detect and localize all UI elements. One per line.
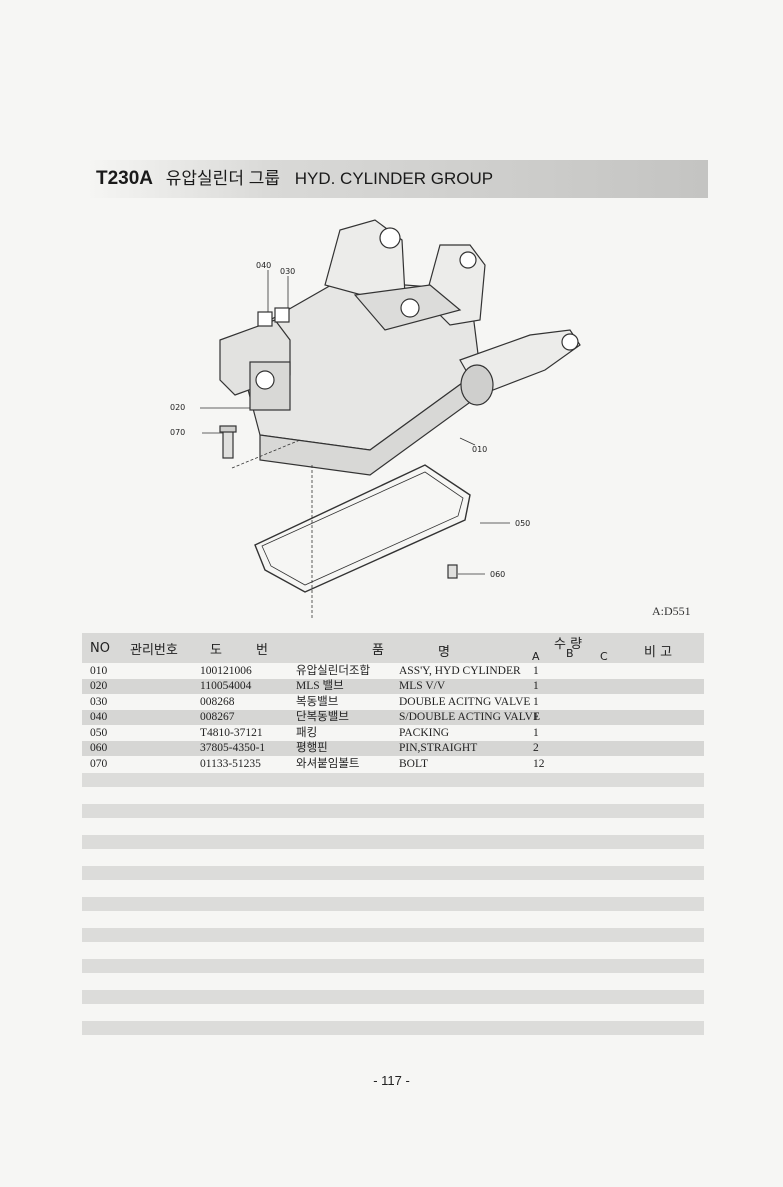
row-qty: 1 xyxy=(533,711,539,723)
header-name-2: 명 xyxy=(438,645,450,660)
page-number: - 117 - xyxy=(373,1073,410,1088)
table-row: 040 008267 단복동밸브 S/DOUBLE ACTING VALVE 1 xyxy=(82,710,704,725)
table-row: 060 37805-4350-1 평행핀 PIN,STRAIGHT 2 xyxy=(82,741,704,756)
callout-020: 020 xyxy=(170,403,185,412)
row-name-en: PIN,STRAIGHT xyxy=(399,742,478,754)
row-name-en: DOUBLE ACITNG VALVE xyxy=(399,696,531,708)
header-mgmt-no: 관리번호 xyxy=(130,643,178,658)
header-drawing: 도 xyxy=(210,643,222,658)
row-part-number: 110054004 xyxy=(200,680,252,692)
row-no: 030 xyxy=(90,696,108,708)
group-code: T230A xyxy=(96,168,154,189)
header-qty: 수 량 xyxy=(554,637,583,652)
callout-010: 010 xyxy=(472,445,487,454)
table-row: 050 T4810-37121 패킹 PACKING 1 xyxy=(82,726,704,741)
row-no: 020 xyxy=(90,680,108,692)
diagram-reference: A:D551 xyxy=(652,604,691,618)
group-title-en: HYD. CYLINDER GROUP xyxy=(294,169,494,188)
empty-row-stripe xyxy=(82,804,704,818)
row-part-number: 37805-4350-1 xyxy=(200,742,266,754)
row-name-ko: 유압실린더조합 xyxy=(296,665,371,677)
row-name-en: ASS'Y, HYD CYLINDER xyxy=(399,665,521,677)
row-name-ko: 복동밸브 xyxy=(296,696,339,708)
table-row: 030 008268 복동밸브 DOUBLE ACITNG VALVE 1 xyxy=(82,695,704,710)
row-part-number: T4810-37121 xyxy=(200,727,263,739)
table-row: 010 100121006 유압실린더조합 ASS'Y, HYD CYLINDE… xyxy=(82,664,704,679)
page-title: T230A 유압실린더 그룹 HYD. CYLINDER GROUP xyxy=(96,166,493,192)
row-part-number: 01133-51235 xyxy=(200,758,261,770)
row-qty: 1 xyxy=(533,696,539,708)
callout-070: 070 xyxy=(170,428,185,437)
straight-pin xyxy=(447,564,458,579)
row-name-en: PACKING xyxy=(399,727,450,739)
callout-030: 030 xyxy=(280,267,295,276)
row-part-number: 100121006 xyxy=(200,665,252,677)
row-name-ko: 단복동밸브 xyxy=(296,711,349,723)
row-name-ko: 평행핀 xyxy=(296,742,328,754)
row-qty: 1 xyxy=(533,665,539,677)
row-qty: 12 xyxy=(533,758,545,770)
empty-row-stripe xyxy=(82,990,704,1004)
row-no: 010 xyxy=(90,665,108,677)
row-no: 050 xyxy=(90,727,108,739)
table-row: 020 110054004 MLS 밸브 MLS V/V 1 xyxy=(82,679,704,694)
table-row: 070 01133-51235 와셔붙임볼트 BOLT 12 xyxy=(82,757,704,772)
header-remarks: 비 고 xyxy=(644,645,673,660)
exploded-parts-diagram: 040 030 020 070 010 050 060 xyxy=(170,219,581,620)
callout-040: 040 xyxy=(256,261,271,270)
row-qty: 1 xyxy=(533,727,539,739)
header-qty-b: B xyxy=(566,647,574,660)
header-bar xyxy=(86,160,708,198)
packing-gasket xyxy=(254,464,471,593)
row-name-en: MLS V/V xyxy=(399,680,446,692)
row-part-number: 008268 xyxy=(200,696,235,708)
empty-row-stripe xyxy=(82,959,704,973)
row-name-en: S/DOUBLE ACTING VALVE xyxy=(399,711,540,723)
empty-row-stripe xyxy=(82,897,704,911)
cylinder-cap xyxy=(460,364,494,406)
row-no: 040 xyxy=(90,711,108,723)
row-part-number: 008267 xyxy=(200,711,235,723)
header-drawing-2: 번 xyxy=(256,643,268,658)
row-qty: 1 xyxy=(533,680,539,692)
row-no: 070 xyxy=(90,758,108,770)
header-qty-a: A xyxy=(532,650,540,663)
callout-050: 050 xyxy=(515,519,530,528)
row-name-ko: MLS 밸브 xyxy=(296,680,344,692)
empty-row-stripe xyxy=(82,773,704,787)
empty-row-stripe xyxy=(82,928,704,942)
header-qty-c: C xyxy=(600,650,608,663)
row-name-en: BOLT xyxy=(399,758,428,770)
header-name: 품 xyxy=(372,643,384,658)
empty-row-stripe xyxy=(82,1021,704,1035)
row-no: 060 xyxy=(90,742,108,754)
empty-row-stripe xyxy=(82,835,704,849)
group-title-ko: 유압실린더 그룹 xyxy=(165,169,280,188)
row-name-ko: 와셔붙임볼트 xyxy=(296,758,360,770)
row-qty: 2 xyxy=(533,742,539,754)
table-header: NO 관리번호 도 번 품 명 수 량 A B C 비 고 xyxy=(82,633,704,663)
header-no: NO xyxy=(90,641,110,656)
callout-060: 060 xyxy=(490,570,505,579)
row-name-ko: 패킹 xyxy=(296,727,318,739)
empty-row-stripe xyxy=(82,866,704,880)
